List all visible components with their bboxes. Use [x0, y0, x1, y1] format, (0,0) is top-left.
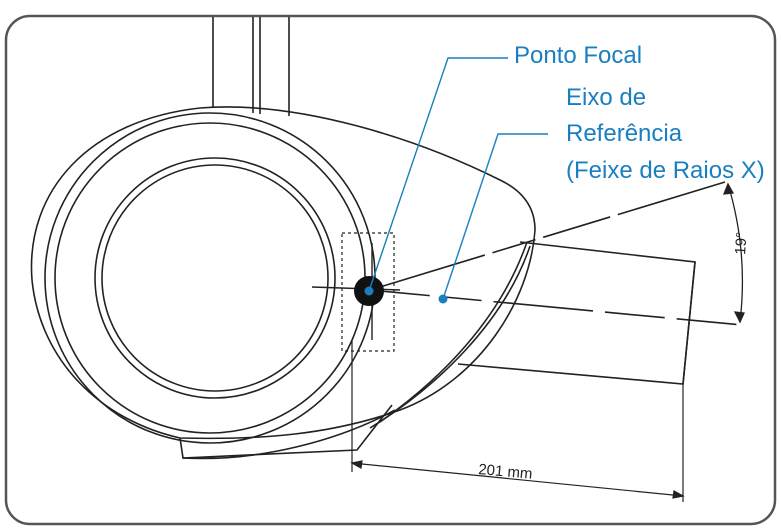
distance-dimension — [350, 340, 685, 502]
reference-axis-label-line1: Eixo de — [566, 84, 646, 111]
tube-housing — [30, 106, 536, 460]
tube-support-arm — [212, 17, 290, 116]
focal-point-label: Ponto Focal — [514, 42, 642, 69]
angle-indicator — [722, 182, 745, 324]
beam-lines — [369, 181, 743, 326]
reference-axis-label-line2: Referência — [566, 120, 683, 147]
diagram-frame — [4, 14, 777, 526]
leader-lines — [368, 57, 548, 300]
angle-label: 19° — [732, 231, 751, 255]
distance-label: 201 mm — [478, 461, 533, 483]
collimator-cone — [457, 241, 696, 385]
reference-axis-label-line3: (Feixe de Raios X) — [566, 157, 765, 184]
